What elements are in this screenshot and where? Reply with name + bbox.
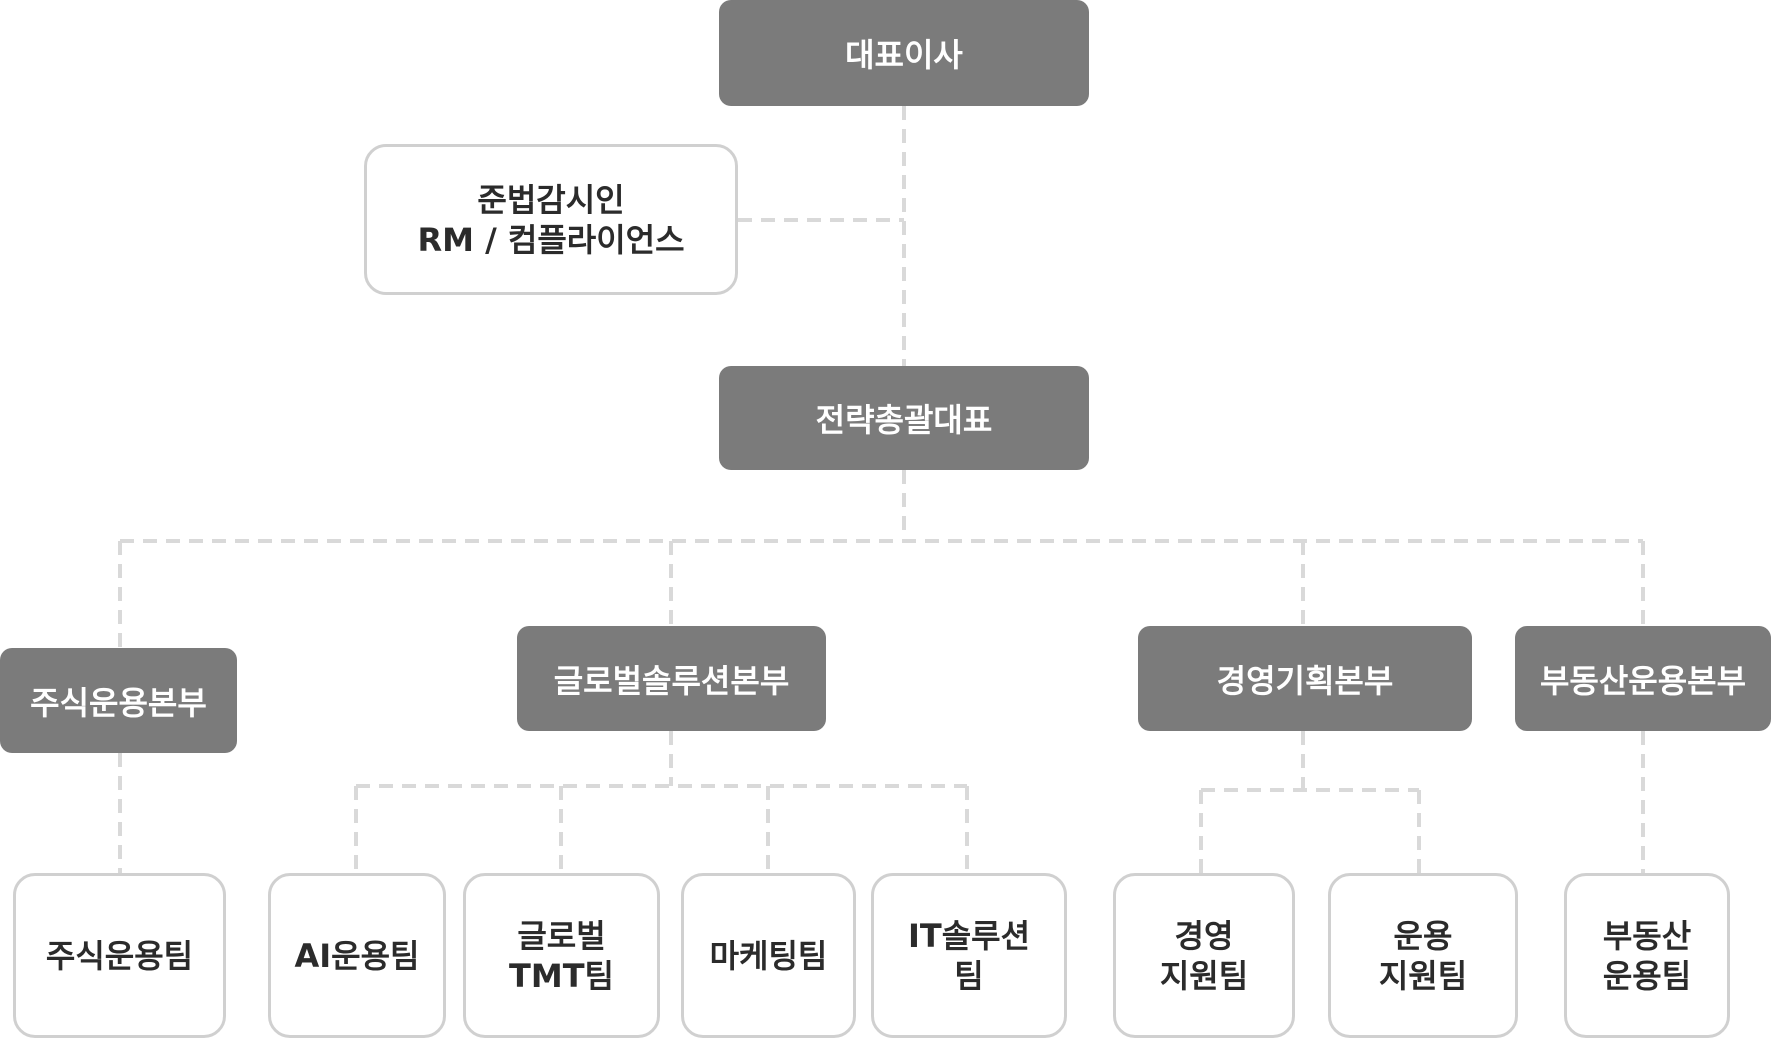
team-realestate-box: 부동산 운용팀 — [1564, 873, 1730, 1038]
division-global-label: 글로벌솔루션본부 — [553, 661, 790, 700]
team-ops-support-line1: 운용 — [1393, 916, 1453, 955]
team-ai-box: AI운용팀 — [268, 873, 446, 1038]
ceo-label: 대표이사 — [845, 36, 963, 74]
team-ops-support-line2: 지원팀 — [1378, 956, 1468, 995]
team-marketing-label: 마케팅팀 — [709, 936, 828, 975]
strategy-box: 전략총괄대표 — [719, 366, 1089, 470]
strategy-label: 전략총괄대표 — [815, 401, 993, 439]
division-realestate-label: 부동산운용본부 — [1539, 661, 1747, 700]
division-global-box: 글로벌솔루션본부 — [517, 626, 826, 731]
team-ai-label: AI운용팀 — [294, 936, 420, 975]
team-ops-support-box: 운용 지원팀 — [1328, 873, 1518, 1038]
compliance-label-line2: RM / 컴플라이언스 — [417, 220, 685, 259]
team-mgmt-support-line1: 경영 — [1174, 916, 1234, 955]
division-equity-box: 주식운용본부 — [0, 648, 237, 753]
team-global-tmt-line2: TMT팀 — [509, 956, 614, 995]
team-mgmt-support-box: 경영 지원팀 — [1113, 873, 1295, 1038]
team-global-tmt-box: 글로벌 TMT팀 — [463, 873, 660, 1038]
division-management-label: 경영기획본부 — [1216, 661, 1394, 700]
team-mgmt-support-line2: 지원팀 — [1159, 956, 1249, 995]
team-realestate-line1: 부동산 — [1602, 916, 1692, 955]
team-marketing-box: 마케팅팀 — [681, 873, 856, 1038]
compliance-box: 준법감시인 RM / 컴플라이언스 — [364, 144, 738, 295]
team-realestate-line2: 운용팀 — [1602, 956, 1692, 995]
ceo-box: 대표이사 — [719, 0, 1089, 106]
division-realestate-box: 부동산운용본부 — [1515, 626, 1771, 731]
division-equity-label: 주식운용본부 — [30, 683, 207, 722]
team-equity-box: 주식운용팀 — [13, 873, 226, 1038]
compliance-label-line1: 준법감시인 — [477, 180, 625, 219]
division-management-box: 경영기획본부 — [1138, 626, 1472, 731]
team-equity-label: 주식운용팀 — [45, 936, 194, 975]
team-it-solution-line2: 팀 — [954, 956, 984, 995]
team-it-solution-line1: IT솔루션 — [907, 916, 1031, 955]
team-it-solution-box: IT솔루션 팀 — [871, 873, 1067, 1038]
team-global-tmt-line1: 글로벌 — [517, 916, 606, 955]
